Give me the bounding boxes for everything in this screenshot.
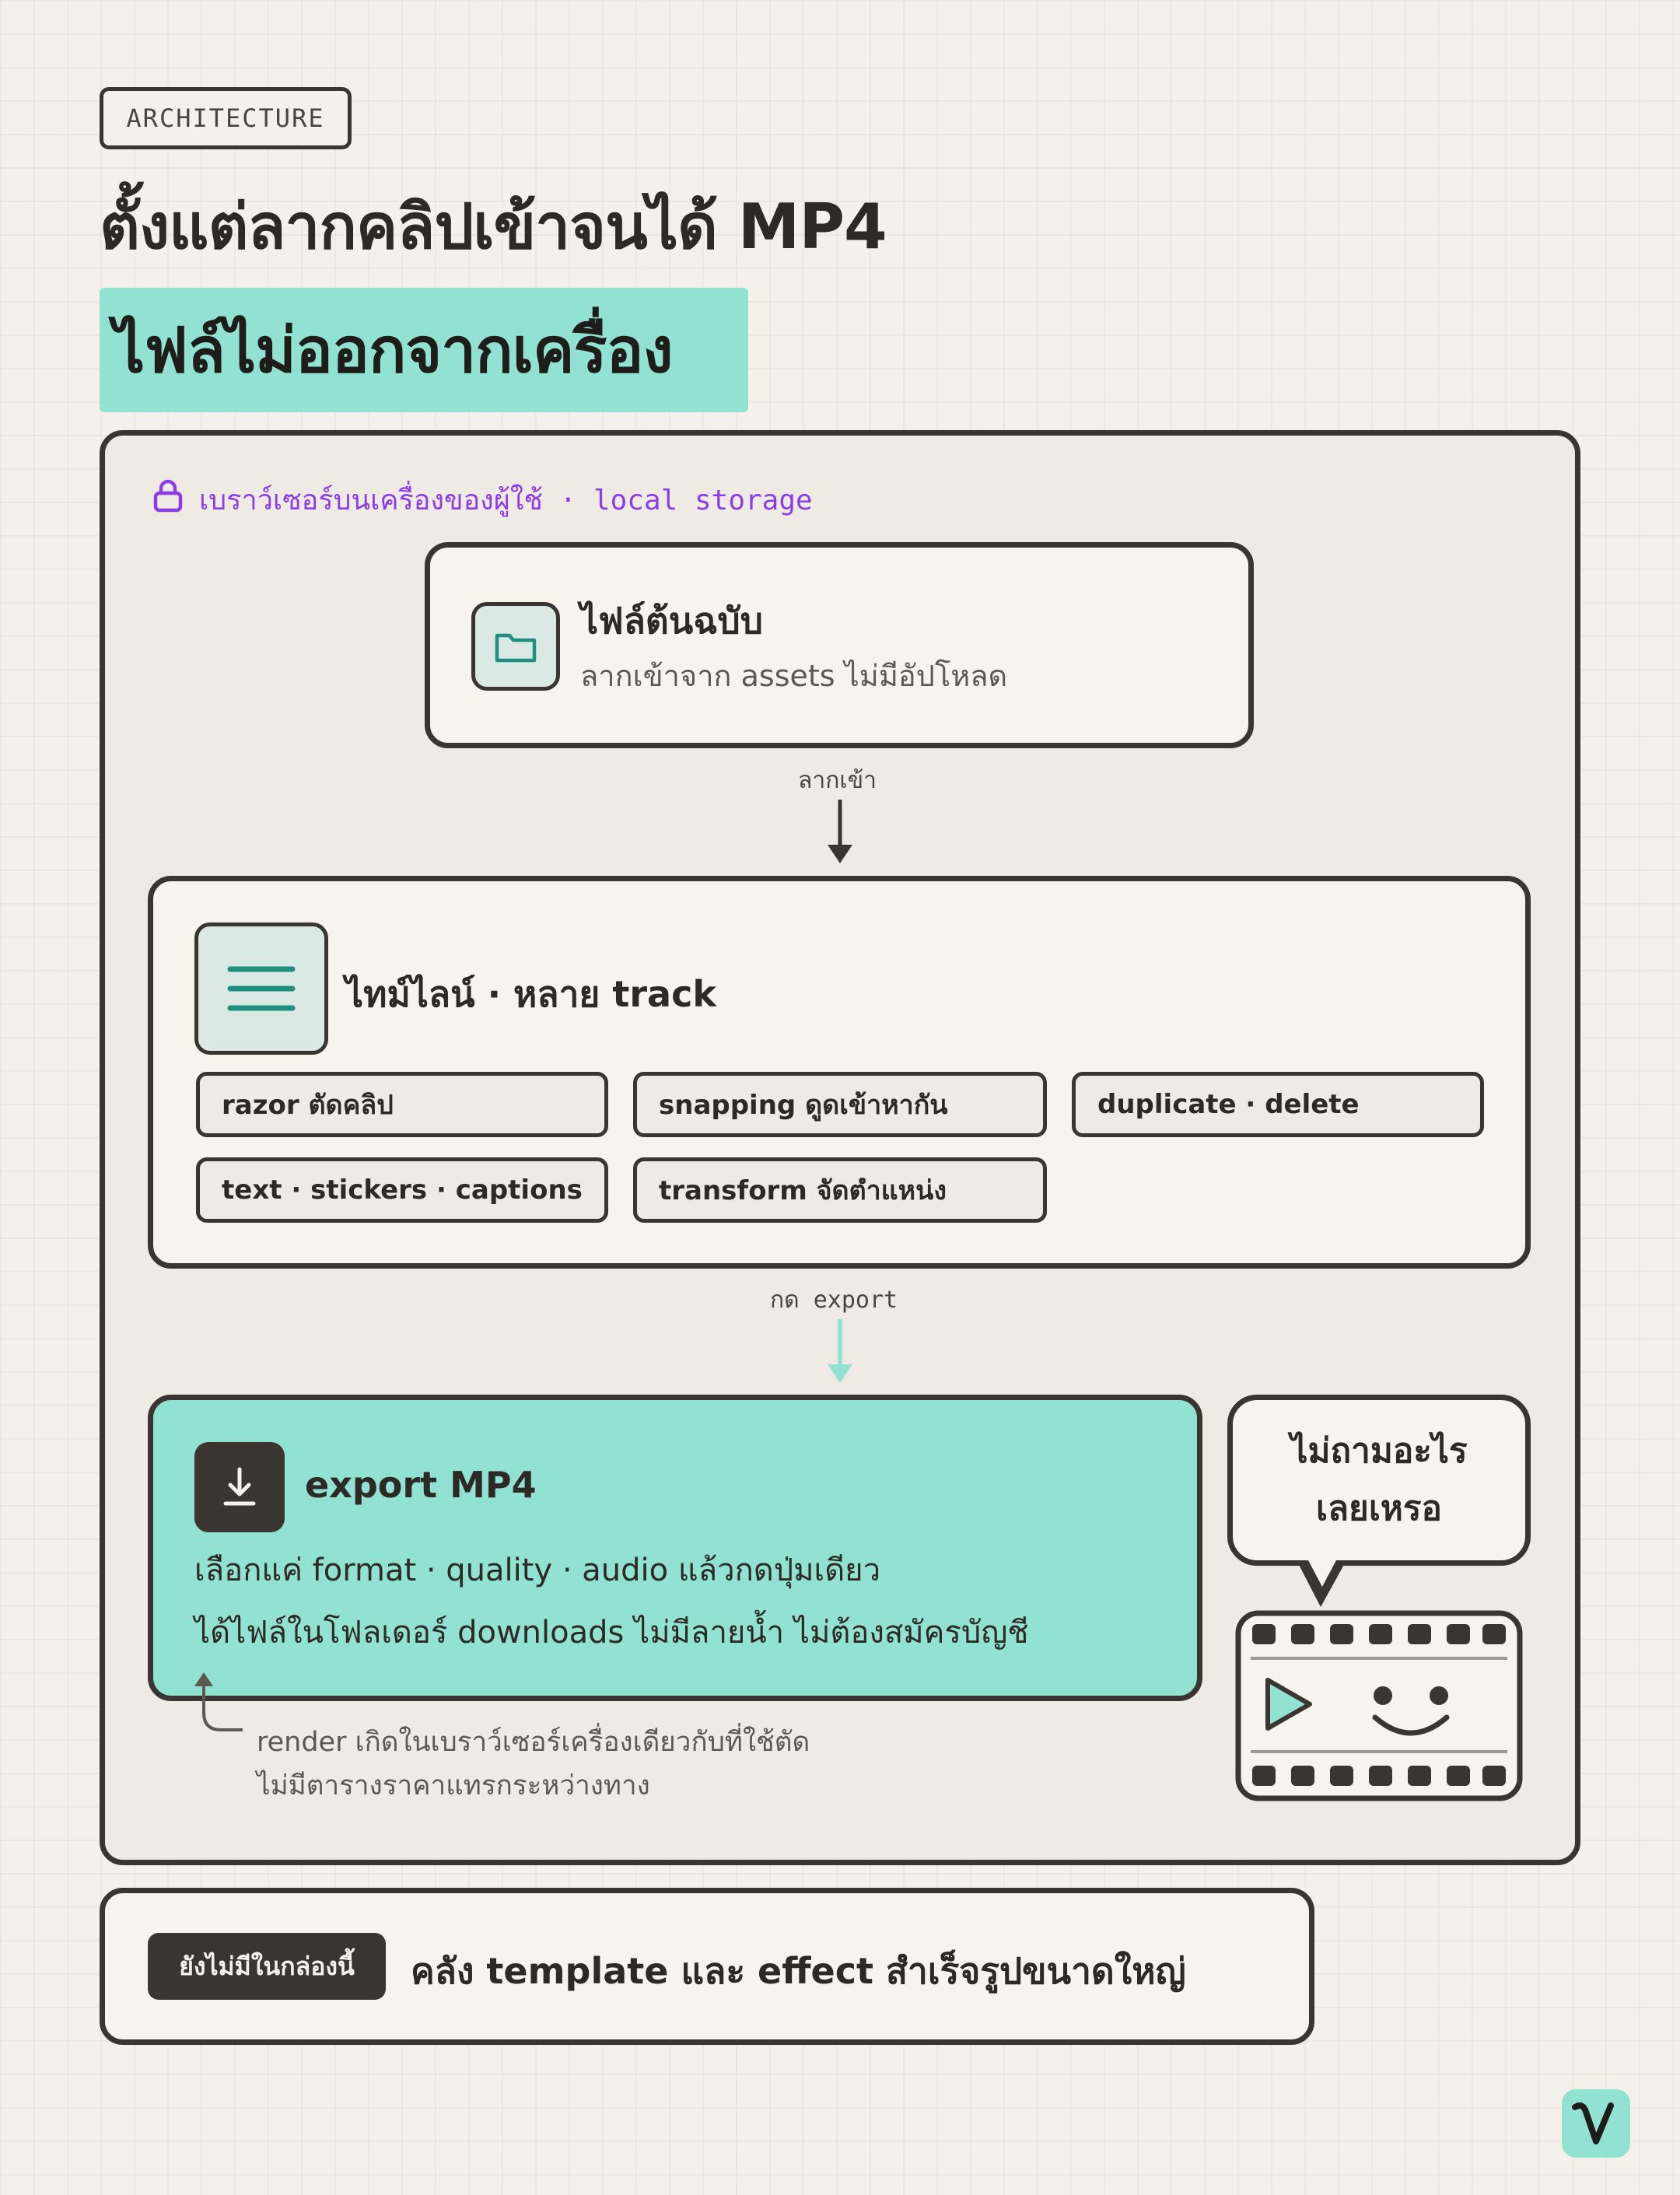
arrow-down-dark xyxy=(828,800,852,863)
feature-chip-text-stickers: text · stickers · captions xyxy=(196,1157,608,1223)
drag-in-label: ลากเข้า xyxy=(798,767,877,794)
bubble-line2: เลยเหรอ xyxy=(1316,1489,1442,1528)
not-included-badge: ยังไม่มีในกล่องนี้ xyxy=(148,1933,386,2000)
feature-chip-duplicate-delete: duplicate · delete xyxy=(1072,1072,1484,1137)
source-file-card xyxy=(425,542,1254,748)
render-note-line2: ไม่มีตารางราคาแทรกระหว่างทาง xyxy=(257,1770,650,1801)
scope-label: เบราว์เซอร์บนเครื่องของผู้ใช้ · local st… xyxy=(152,478,813,522)
bubble-tail xyxy=(1297,1560,1346,1607)
v-logo-icon xyxy=(1562,2089,1630,2158)
footer-text: คลัง template และ effect สำเร็จรูปขนาดให… xyxy=(411,1950,1186,1992)
export-description-line1: เลือกแค่ format · quality · audio แล้วกด… xyxy=(194,1553,881,1588)
highlight-text: ไฟล์ไม่ออกจากเครื่อง xyxy=(114,313,674,387)
source-file-subtitle: ลากเข้าจาก assets ไม่มีอัปโหลด xyxy=(580,659,1008,693)
curved-arrow-icon xyxy=(194,1672,243,1731)
bubble-line1: ไม่ถามอะไร xyxy=(1290,1431,1468,1471)
export-description-line2: ได้ไฟล์ในโฟลเดอร์ downloads ไม่มีลายน้ำ … xyxy=(194,1615,1029,1651)
timeline-title: ไทม์ไลน์ · หลาย track xyxy=(345,973,716,1015)
feature-chip-transform: transform จัดตำแหน่ง xyxy=(633,1157,1047,1223)
source-file-title: ไฟล์ต้นฉบับ xyxy=(580,600,763,642)
render-note-line1: render เกิดในเบราว์เซอร์เครื่องเดียวกับท… xyxy=(257,1727,810,1758)
folder-icon xyxy=(471,602,560,691)
speech-bubble: ไม่ถามอะไร เลยเหรอ xyxy=(1227,1395,1531,1566)
architecture-tag: ARCHITECTURE xyxy=(100,87,352,149)
page-title: ตั้งแต่ลากคลิปเข้าจนได้ MP4 xyxy=(100,191,887,263)
highlight-heading: ไฟล์ไม่ออกจากเครื่อง xyxy=(100,288,748,412)
arrow-down-teal xyxy=(828,1319,852,1383)
download-icon xyxy=(194,1442,285,1532)
export-card xyxy=(148,1395,1202,1701)
feature-chip-snapping: snapping ดูดเข้าหากัน xyxy=(633,1072,1047,1137)
film-strip-smiley-icon xyxy=(1235,1610,1523,1801)
export-title: export MP4 xyxy=(305,1464,537,1506)
lock-icon xyxy=(152,479,184,520)
menu-lines-icon xyxy=(194,922,328,1055)
feature-chip-razor: razor ตัดคลิป xyxy=(196,1072,608,1137)
press-export-label: กด export xyxy=(770,1287,898,1314)
scope-label-text: เบราว์เซอร์บนเครื่องของผู้ใช้ · local st… xyxy=(199,485,813,516)
